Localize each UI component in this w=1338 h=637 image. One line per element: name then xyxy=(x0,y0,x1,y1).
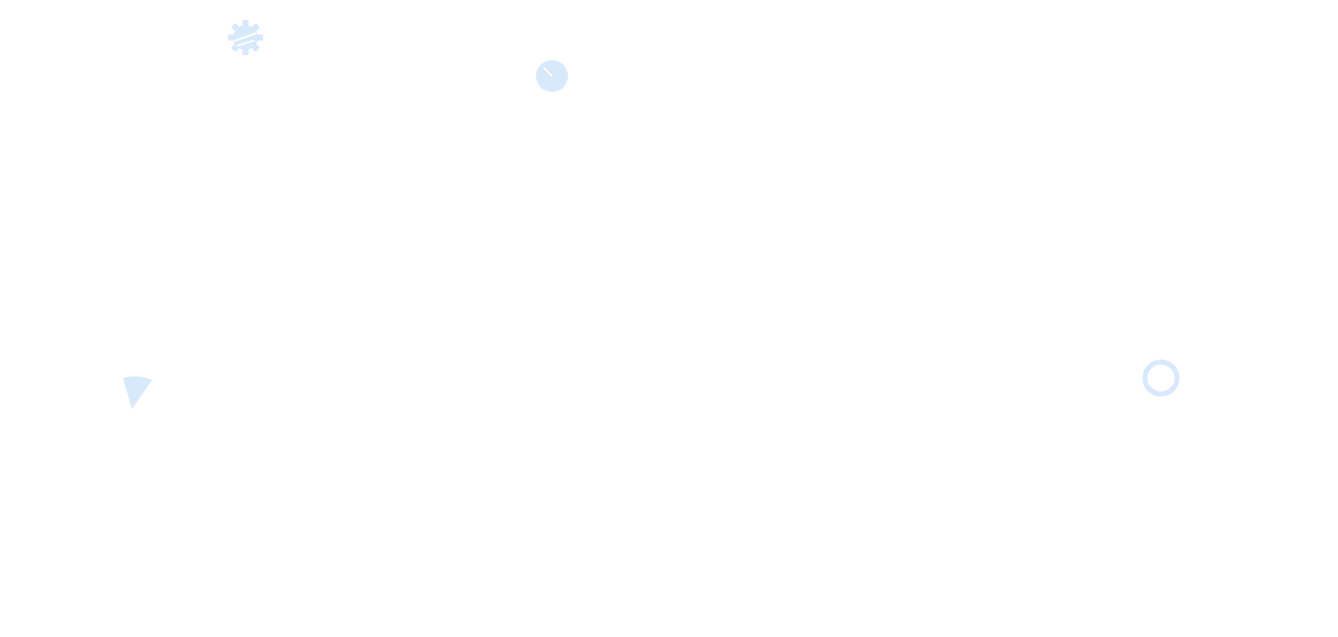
gear-icon xyxy=(228,20,263,55)
triangle-body xyxy=(123,376,152,409)
clock-hand xyxy=(543,67,553,77)
clock-icon xyxy=(536,60,568,92)
triangle-icon xyxy=(123,376,152,409)
ring-body xyxy=(1142,359,1180,397)
gear-slash xyxy=(234,32,257,42)
ring-icon xyxy=(1142,359,1180,397)
gear-slash-lower xyxy=(236,39,255,47)
